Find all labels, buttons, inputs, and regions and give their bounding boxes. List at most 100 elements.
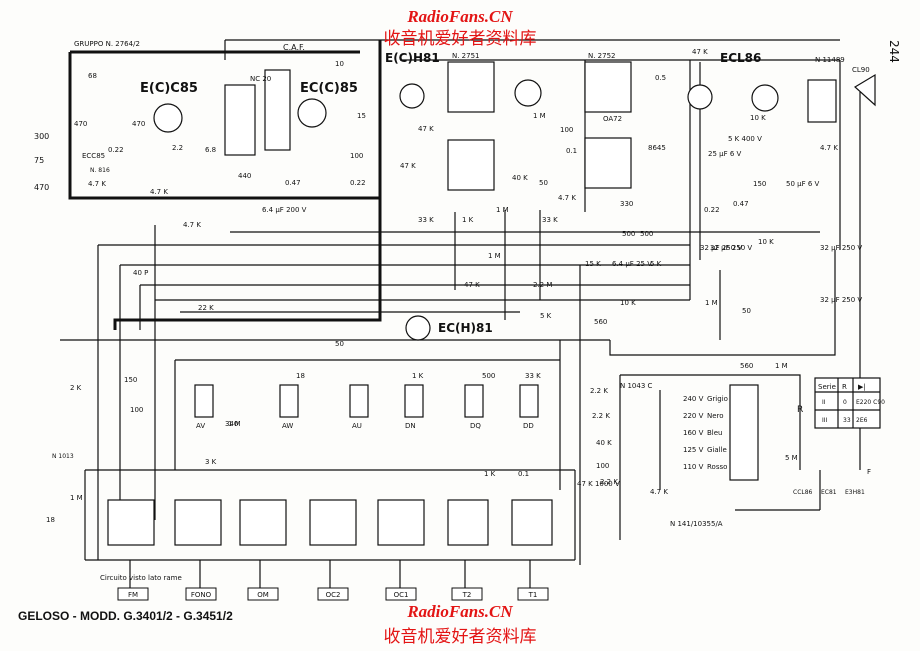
coil-label-dq: DQ	[470, 422, 481, 430]
watermark-site-bottom: RadioFans.CN	[406, 602, 513, 621]
band-button-label-oc2: OC2	[326, 591, 341, 599]
series-cell-0-0: II	[822, 399, 826, 406]
component-label-r33k: 33 K	[418, 216, 434, 224]
component-label-r1mb: 1 M	[533, 112, 546, 120]
tube-ech81b-envelope	[514, 79, 542, 107]
series-cell-1-0: III	[822, 417, 828, 424]
component-label-c022c: 0.22	[704, 206, 720, 214]
component-label-r560b: 560	[740, 362, 753, 370]
tap-volt-1: 220 V	[683, 412, 704, 420]
component-label-r47kf: 4.7 K	[183, 221, 201, 229]
antenna-75-label: 75	[34, 156, 44, 165]
schematic-text: RadioFans.CN收音机爱好者资料库RadioFans.CN收音机爱好者资…	[18, 7, 901, 647]
component-label-r1kb: 1 K	[412, 372, 424, 380]
component-label-c50uf: 50 µF 6 V	[786, 180, 820, 188]
band-button-fono	[185, 587, 217, 601]
component-label-c100b: 100	[560, 126, 573, 134]
tap-volt-2: 160 V	[683, 429, 704, 437]
coil-av	[194, 384, 214, 418]
component-label-r5kb: 5 K	[650, 260, 662, 268]
if-label-2752: N. 2752	[588, 52, 616, 60]
n141-label: N 141/10355/A	[670, 520, 723, 528]
component-label-c01a: 0.1	[566, 147, 577, 155]
diode-label-oa72: OA72	[603, 115, 622, 123]
switch-fm	[107, 499, 155, 546]
component-label-r22k: 22 K	[198, 304, 214, 312]
if-label-2751: N. 2751	[452, 52, 480, 60]
tap-volt-4: 110 V	[683, 463, 704, 471]
tube-ecl86-a-envelope	[687, 84, 713, 110]
tuner-unit-box: GRUPPO N. 2764/2	[68, 40, 382, 330]
component-label-r10a: 10	[335, 60, 344, 68]
label-8645: 8645	[648, 144, 666, 152]
component-label-r1mk: 1 M	[775, 362, 788, 370]
coil-label-dd: DD	[523, 422, 534, 430]
antenna-470-label: 470	[34, 183, 49, 192]
component-label-r470b: 470	[132, 120, 145, 128]
output-transformer-label: N 11489	[815, 56, 845, 64]
band-button-om	[247, 587, 279, 601]
band-button-oc1	[385, 587, 417, 601]
component-label-r22b: 2.2 K	[590, 387, 608, 395]
component-label-c32a: 32 µF 250 V	[710, 244, 752, 252]
component-label-r1kc: 1 K	[484, 470, 496, 478]
band-button-t1	[517, 587, 549, 601]
component-label-c50c: 50	[335, 340, 344, 348]
coil-aw	[279, 384, 299, 418]
power-transformer	[729, 384, 759, 481]
component-label-c500c: 500	[482, 372, 495, 380]
switch-oc2	[309, 499, 357, 546]
component-label-nc20: NC 20	[250, 75, 271, 83]
rf-coils	[194, 384, 539, 418]
page-number: 244	[887, 40, 901, 63]
component-label-r5k: 5 K 400 V	[728, 135, 762, 143]
antenna-300-label: 300	[34, 132, 49, 141]
speaker-label-cl90: CL90	[852, 66, 870, 74]
tap-color-0: Grigio	[707, 395, 728, 403]
band-button-t2	[451, 587, 483, 601]
component-label-r47kd: 4.7 K	[820, 144, 838, 152]
component-label-r1m: 1 M	[496, 206, 509, 214]
tap-volt-0: 240 V	[683, 395, 704, 403]
component-label-r33kc: 33 K	[525, 372, 541, 380]
component-label-r100a: 100	[350, 152, 363, 160]
tube-label-ecc85-a: E(C)C85	[140, 81, 198, 96]
coil-label-dn: DN	[405, 422, 416, 430]
if-transformer-2751-bottom	[447, 139, 495, 191]
component-label-r560: 560	[594, 318, 607, 326]
component-label-c25: 25 µF 6 V	[708, 150, 742, 158]
component-label-c64: 6.4 µF 200 V	[262, 206, 307, 214]
series-header-2: ▶|	[858, 383, 866, 391]
component-label-r150: 150	[753, 180, 766, 188]
tap-volt-3: 125 V	[683, 446, 704, 454]
coil-label-av: AV	[196, 422, 205, 430]
component-label-r40kb: 40 K	[596, 439, 612, 447]
component-label-r470a: 470	[74, 120, 87, 128]
switch-t1	[511, 499, 553, 546]
tube-ecc85-a-envelope	[153, 103, 183, 133]
component-label-r1k: 1 K	[462, 216, 474, 224]
coil-dq	[464, 384, 484, 418]
tube-ecc85-b-envelope	[297, 98, 327, 128]
switch-bank	[107, 499, 553, 546]
component-label-c40: 40 P	[133, 269, 148, 277]
tube-label-ech81-top: E(C)H81	[385, 51, 440, 65]
component-label-r5kc: 5 K	[540, 312, 552, 320]
component-label-c150: 150	[124, 376, 137, 384]
schematic-title: GELOSO - MODD. G.3401/2 - G.3451/2	[18, 609, 233, 623]
band-button-label-t2: T2	[462, 591, 472, 599]
tap-color-1: Nero	[707, 412, 724, 420]
component-label-r15a: 15	[357, 112, 366, 120]
component-label-c32d: 32 µF 250 V	[700, 244, 742, 252]
component-label-r33k2: 33 K	[542, 216, 558, 224]
component-label-r47k2: 4.7 K	[88, 180, 106, 188]
component-label-r47k5: 47 K	[400, 162, 416, 170]
if-transformer-2751-top	[447, 61, 495, 113]
component-label-c047c: 0.47	[733, 200, 749, 208]
component-label-r15k: 15 K	[585, 260, 601, 268]
series-header-1: R	[842, 383, 847, 391]
band-button-label-oc1: OC1	[394, 591, 409, 599]
component-label-c32b: 32 µF 250 V	[820, 244, 862, 252]
n1013-label: N 1013	[52, 453, 74, 460]
